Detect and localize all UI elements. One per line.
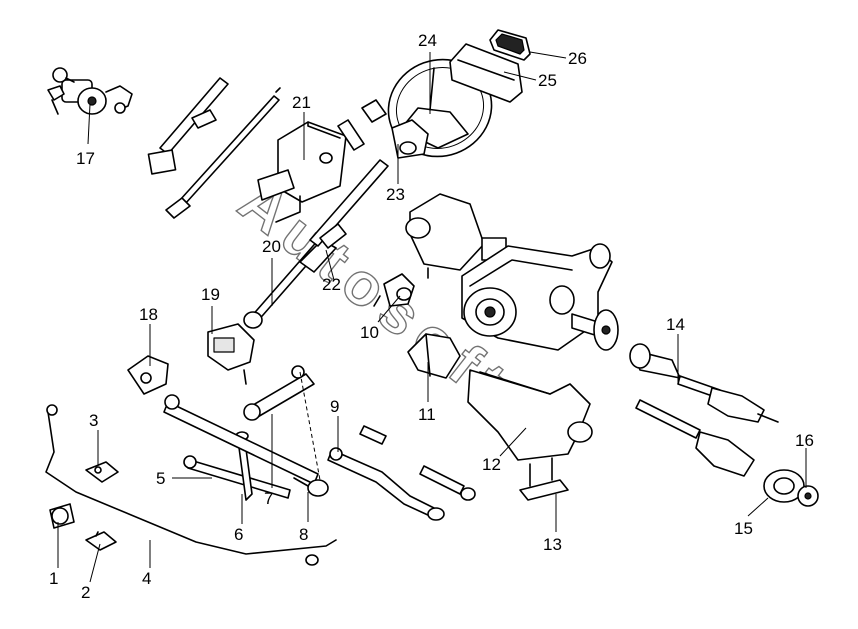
callout-23: 23 <box>386 185 405 204</box>
callout-4: 4 <box>142 569 151 588</box>
part-steering-shafts <box>147 77 281 219</box>
part-differential <box>461 243 619 351</box>
callout-15: 15 <box>734 519 753 538</box>
part-stabilizer-bar-4 <box>45 404 337 566</box>
part-drive-shaft-14 <box>629 343 779 423</box>
callout-11: 11 <box>418 405 436 424</box>
callout-3: 3 <box>89 411 98 430</box>
part-clamp-2 <box>85 531 117 551</box>
callout-16: 16 <box>795 431 814 450</box>
part-mount-bracket-11 <box>407 333 461 379</box>
part-bushing-10 <box>373 273 415 307</box>
part-drive-shaft-15 <box>635 399 819 507</box>
callout-2: 2 <box>81 583 90 602</box>
callout-7: 7 <box>264 489 273 508</box>
callout-19: 19 <box>201 285 220 304</box>
callout-21: 21 <box>292 93 311 112</box>
part-ignition-lock <box>47 67 133 115</box>
callout-6: 6 <box>234 525 243 544</box>
part-cross-member-12 <box>467 369 593 461</box>
callout-8: 8 <box>299 525 308 544</box>
callout-13: 13 <box>543 535 562 554</box>
part-stud-bolts-13 <box>519 457 569 501</box>
callout-labels: 1 2 3 4 5 6 7 8 9 10 11 12 13 14 15 16 1… <box>49 31 814 602</box>
callout-10: 10 <box>360 323 379 342</box>
callout-22: 22 <box>322 275 341 294</box>
leader-lines <box>57 51 807 583</box>
callout-24: 24 <box>418 31 437 50</box>
part-bracket-18 <box>127 355 169 395</box>
part-ball-joint-8 <box>293 371 329 497</box>
callout-9: 9 <box>330 397 339 416</box>
part-intermediate-shaft <box>243 159 389 329</box>
part-column-shroud <box>257 121 347 223</box>
callout-5: 5 <box>156 469 165 488</box>
callout-18: 18 <box>139 305 158 324</box>
callout-1: 1 <box>49 569 58 588</box>
part-clamp-3 <box>85 461 119 483</box>
callout-26: 26 <box>568 49 587 68</box>
part-center-link <box>163 394 319 485</box>
part-tie-rod-5 <box>183 455 291 499</box>
callout-25: 25 <box>538 71 557 90</box>
callout-17: 17 <box>76 149 95 168</box>
part-bushing-1 <box>49 503 75 529</box>
part-steering-damper-19 <box>207 323 255 385</box>
callout-20: 20 <box>262 237 281 256</box>
part-tie-rod-end-9 <box>327 425 476 521</box>
callout-12: 12 <box>482 455 501 474</box>
part-horn-pad <box>449 29 531 103</box>
callout-14: 14 <box>666 315 685 334</box>
part-pitman-arm-7 <box>243 365 315 421</box>
